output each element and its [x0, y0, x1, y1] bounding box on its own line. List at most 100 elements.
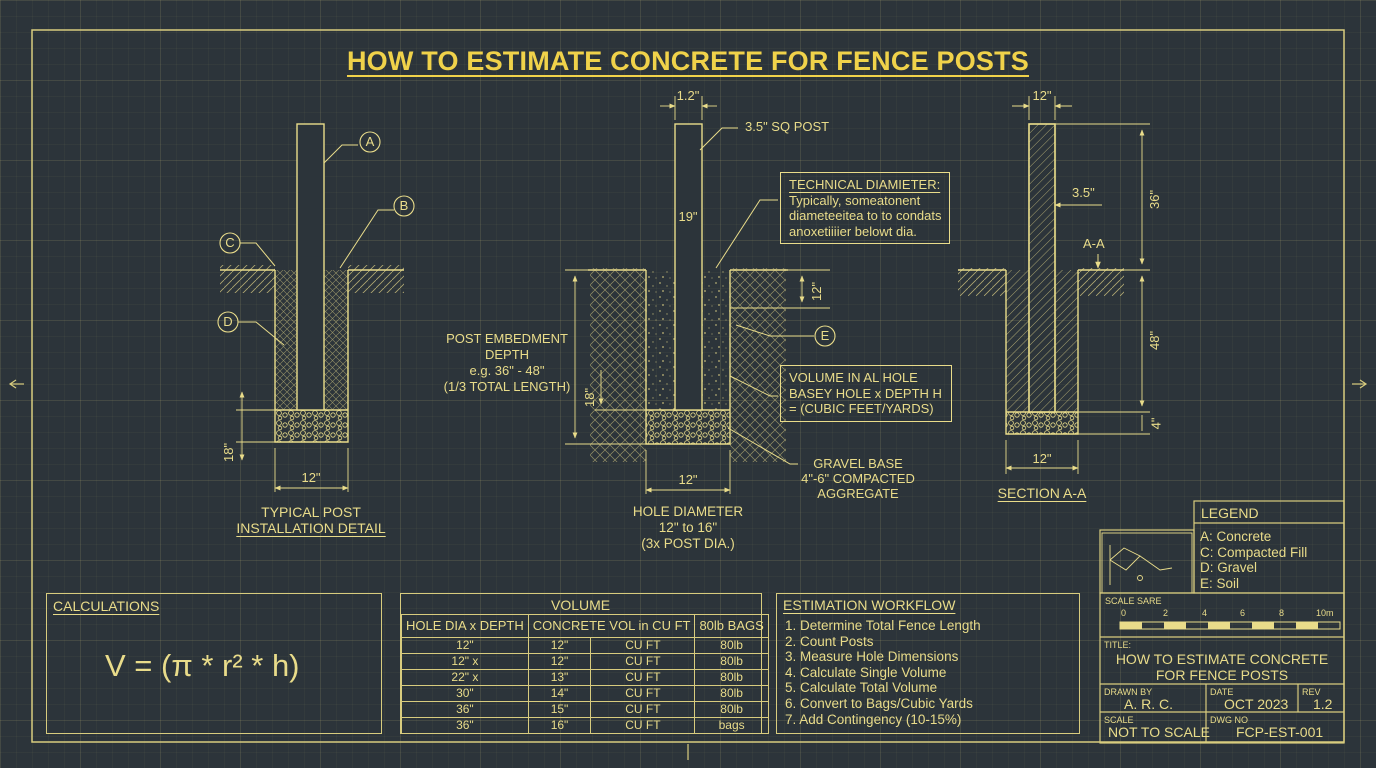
hole-line2: 12" to 16": [658, 520, 718, 535]
tech-line2: diameteeitea to to condats: [789, 208, 942, 224]
table-cell: CU FT: [590, 653, 696, 670]
date-label: DATE: [1210, 687, 1234, 697]
table-header-row: HOLE DIA x DEPTH CONCRETE VOL in CU FT 8…: [401, 614, 769, 638]
dwg-label: DWG NO: [1210, 715, 1248, 725]
post-dimension: 19": [678, 209, 698, 224]
table-cell: 13": [527, 669, 592, 686]
header-concrete: CONCRETE VOL in CU FT: [527, 614, 696, 638]
table-cell: 12": [527, 653, 592, 670]
table-cell: 36": [401, 717, 529, 734]
left-width-dimension: 12": [301, 470, 321, 485]
embed-line2: DEPTH: [484, 347, 530, 362]
tech-line1: Typically, someatonent: [789, 192, 921, 208]
marker-d: D: [223, 314, 233, 329]
table-cell: 12": [401, 637, 529, 654]
volume-line2: BASEY HOLE x DEPTH H: [789, 385, 942, 401]
center-width-dimension: 12": [678, 472, 698, 487]
rev-value: 1.2: [1313, 696, 1333, 712]
center-depth-dimension: 18": [582, 387, 598, 408]
volume-line1: VOLUME IN AL HOLE: [789, 370, 918, 385]
volume-table: HOLE DIA x DEPTH CONCRETE VOL in CU FT 8…: [401, 614, 769, 734]
section-caption: SECTION A-A: [997, 485, 1087, 501]
calculations-panel: CALCULATIONS V = (π * r² * h): [46, 593, 382, 734]
right-top-dimension: 12": [1032, 88, 1052, 103]
legend-thumbnail: [1101, 532, 1193, 594]
title-block-line1: HOW TO ESTIMATE CONCRETE: [1115, 651, 1329, 667]
typical-post-detail: [217, 123, 415, 492]
left-caption-line1: TYPICAL POST: [261, 504, 361, 520]
embedment-note: POST EMBEDMENT DEPTH e.g. 36" - 48" (1/3…: [444, 331, 571, 395]
left-depth-dimension: 18": [221, 442, 237, 463]
technical-diameter-callout: TECHNICAL DIAMIETER: Typically, someaton…: [780, 172, 950, 245]
sheet-border: [31, 29, 1345, 743]
title-block-line2: FOR FENCE POSTS: [1155, 667, 1289, 683]
workflow-step: 5. Calculate Total Volume: [785, 680, 938, 696]
center-top-dimension: 1.2": [676, 88, 700, 103]
marker-e: E: [820, 328, 830, 343]
title-label: TITLE:: [1104, 640, 1132, 650]
embed-line3: e.g. 36" - 48": [469, 363, 545, 378]
date-value: OCT 2023: [1224, 696, 1289, 712]
header-bags: 80lb BAGS: [694, 614, 769, 638]
marker-c: C: [225, 235, 235, 250]
upper-dimension: 12": [809, 281, 825, 302]
embed-line4: (1/3 TOTAL LENGTH): [443, 379, 571, 394]
section-mark: A-A: [1083, 236, 1105, 251]
tech-line3: anoxetiiiier belowt dia.: [789, 223, 917, 239]
scale-tick-4: 4: [1202, 608, 1208, 618]
hole-diameter-note: HOLE DIAMETER 12" to 16" (3x POST DIA.): [633, 504, 743, 552]
legend-item-soil: E: Soil: [1200, 576, 1240, 591]
post-size-label: 3.5" SQ POST: [745, 119, 830, 134]
marker-b: B: [399, 198, 409, 213]
table-cell: 80lb: [694, 637, 769, 654]
scale-tick-0: 0: [1121, 608, 1127, 618]
workflow-step: 7. Add Contingency (10-15%): [785, 711, 962, 727]
hole-line3: (3x POST DIA.): [641, 536, 735, 551]
table-cell: CU FT: [590, 637, 696, 654]
table-cell: 14": [527, 685, 592, 702]
center-post-detail: [565, 96, 836, 494]
legend-title: LEGEND: [1201, 505, 1259, 521]
table-cell: CU FT: [590, 717, 696, 734]
workflow-title: ESTIMATION WORKFLOW: [783, 597, 956, 613]
volume-table-title: VOLUME: [551, 597, 611, 613]
table-cell: bags: [694, 717, 769, 734]
volume-line3: = (CUBIC FEET/YARDS): [789, 401, 934, 417]
header-hole: HOLE DIA x DEPTH: [401, 614, 529, 638]
legend-item-gravel: D: Gravel: [1200, 560, 1258, 575]
gravel-line1: GRAVEL BASE: [813, 456, 903, 471]
scale-tick-8: 8: [1279, 608, 1285, 618]
scale-value: NOT TO SCALE: [1108, 724, 1210, 740]
workflow-step: 1. Determine Total Fence Length: [785, 618, 981, 633]
scale-label: SCALE: [1104, 715, 1134, 725]
volume-callout: VOLUME IN AL HOLE BASEY HOLE x DEPTH H =…: [780, 365, 952, 422]
table-cell: 22" x: [401, 669, 529, 686]
table-cell: 80lb: [694, 685, 769, 702]
workflow-step: 3. Measure Hole Dimensions: [785, 649, 959, 665]
below-ground-dimension: 48": [1147, 330, 1163, 351]
scale-bar-label: SCALE SARE: [1105, 596, 1162, 606]
marker-a: A: [365, 134, 375, 149]
workflow-step: 4. Calculate Single Volume: [785, 664, 947, 680]
table-cell: 12" x: [401, 653, 529, 670]
table-cell: 15": [527, 701, 592, 718]
table-cell: CU FT: [590, 701, 696, 718]
workflow-panel: ESTIMATION WORKFLOW 1. Determine Total F…: [776, 593, 1080, 734]
drawn-by-value: A. R. C.: [1124, 696, 1174, 712]
dwg-value: FCP-EST-001: [1236, 724, 1324, 740]
legend-item-fill: C: Compacted Fill: [1200, 545, 1308, 560]
table-cell: CU FT: [590, 669, 696, 686]
scale-tick-2: 2: [1163, 608, 1169, 618]
embed-line1: POST EMBEDMENT: [446, 331, 568, 346]
workflow-step: 2. Count Posts: [785, 633, 874, 649]
calculations-title: CALCULATIONS: [53, 598, 160, 614]
volume-formula: V = (π * r² * h): [105, 648, 300, 683]
table-cell: 80lb: [694, 701, 769, 718]
